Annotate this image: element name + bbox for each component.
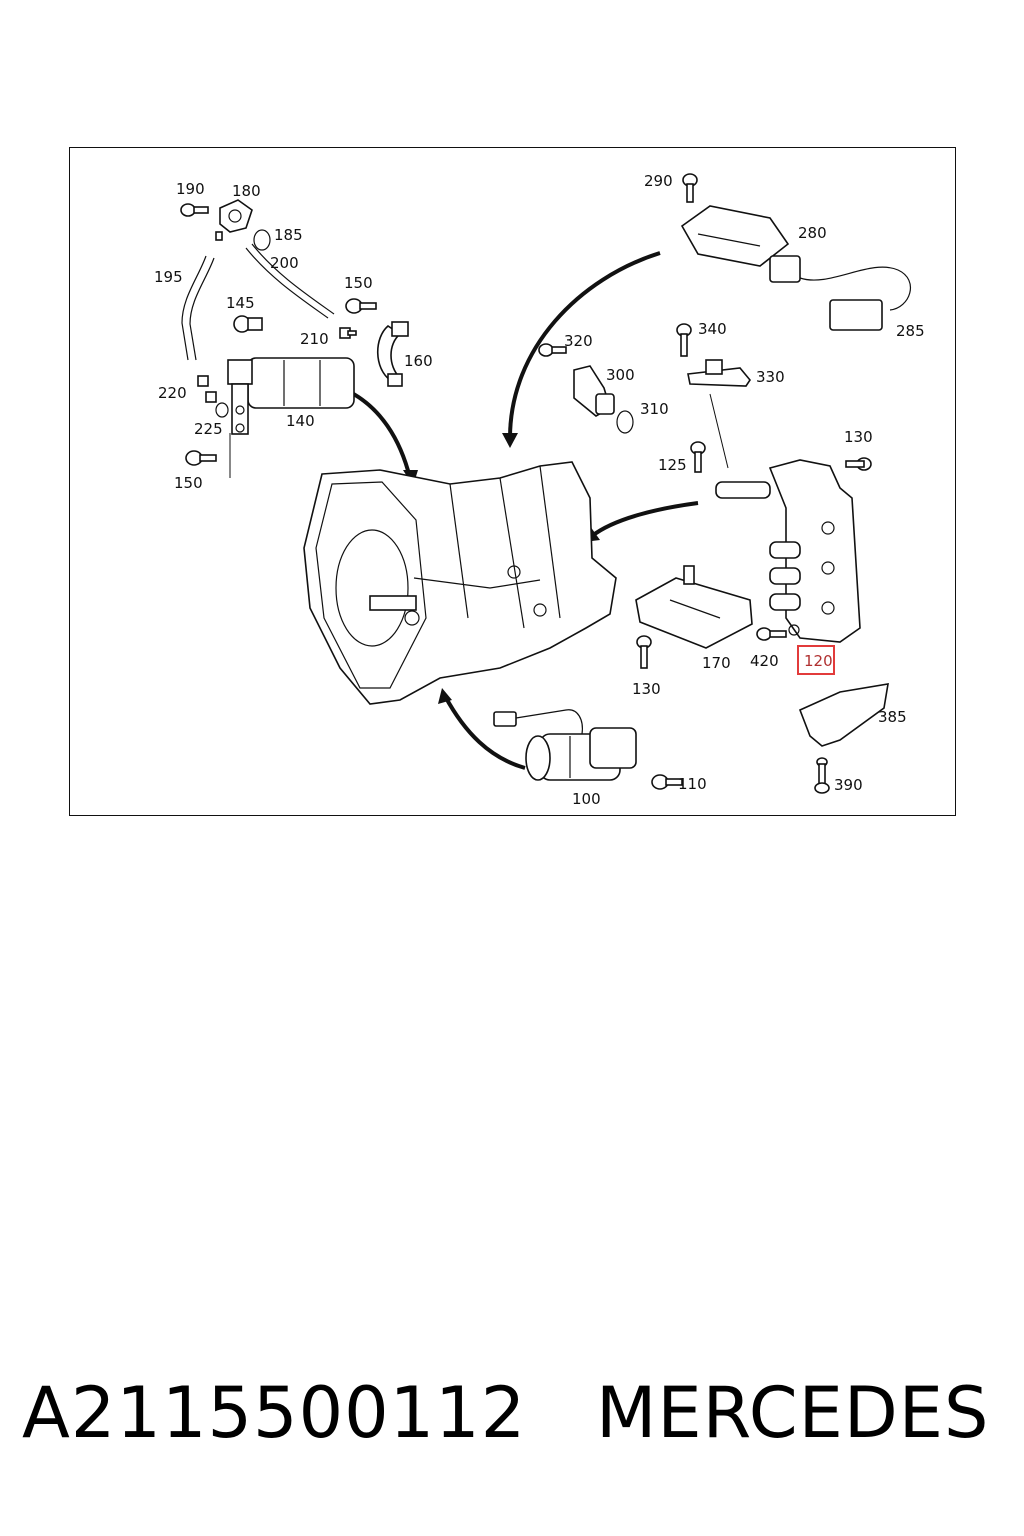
callout-220: 220 xyxy=(158,384,187,402)
callout-130-right: 130 xyxy=(844,428,873,446)
callout-200: 200 xyxy=(270,254,299,272)
callout-300: 300 xyxy=(606,366,635,384)
callout-310: 310 xyxy=(640,400,669,418)
callout-420: 420 xyxy=(750,652,779,670)
sensor-300 xyxy=(573,365,615,417)
callout-160: 160 xyxy=(404,352,433,370)
callout-210: 210 xyxy=(300,330,329,348)
bolt-290 xyxy=(682,173,698,203)
callout-150-bottom: 150 xyxy=(174,474,203,492)
part-number: A2115500112 xyxy=(22,1372,527,1454)
bolt-150-top xyxy=(345,298,377,314)
bracket-330 xyxy=(687,359,751,387)
diagram-frame: 190 180 185 200 195 150 145 210 160 220 … xyxy=(69,147,956,816)
heat-shield-385 xyxy=(798,683,889,747)
callout-290: 290 xyxy=(644,172,673,190)
callout-110: 110 xyxy=(678,775,707,793)
brand-name: MERCEDES xyxy=(596,1372,990,1454)
callout-185: 185 xyxy=(274,226,303,244)
bolt-340 xyxy=(676,323,692,357)
control-unit-280 xyxy=(680,205,801,283)
bolt-320 xyxy=(538,343,567,357)
clamp-160 xyxy=(377,321,409,387)
callout-330: 330 xyxy=(756,368,785,386)
arrow-cylinder-to-gearbox xyxy=(349,390,412,479)
callout-340: 340 xyxy=(698,320,727,338)
arrow-sensor-to-gearbox xyxy=(508,251,661,439)
bolt-125 xyxy=(690,441,706,473)
callout-385: 385 xyxy=(878,708,907,726)
fitting-210 xyxy=(339,327,357,339)
callout-280: 280 xyxy=(798,224,827,242)
hose-195 xyxy=(181,255,215,361)
callout-100: 100 xyxy=(572,790,601,808)
o-ring-185 xyxy=(253,229,271,251)
arrow-valve-to-gearbox xyxy=(590,501,699,538)
slave-cylinder-140 xyxy=(227,357,355,435)
connector-285 xyxy=(799,266,911,331)
callout-190: 190 xyxy=(176,180,205,198)
arrow-starter-to-gearbox xyxy=(443,695,526,770)
callout-390: 390 xyxy=(834,776,863,794)
connector-plug xyxy=(493,709,583,735)
sensor-145 xyxy=(233,315,263,333)
callout-225: 225 xyxy=(194,420,223,438)
valve-body-120 xyxy=(715,459,861,643)
bolt-420 xyxy=(756,627,787,641)
callout-285: 285 xyxy=(896,322,925,340)
bolt-190 xyxy=(180,203,209,217)
product-footer: A2115500112 MERCEDES xyxy=(0,1372,1024,1482)
callout-195: 195 xyxy=(154,268,183,286)
pipe-200 xyxy=(245,243,335,319)
gearbox-housing xyxy=(303,461,617,705)
callout-320: 320 xyxy=(564,332,593,350)
bolt-110 xyxy=(651,774,683,790)
fitting-220 xyxy=(197,375,217,403)
bolt-150-bottom xyxy=(185,450,217,466)
callout-labels: 190 180 185 200 195 150 145 210 160 220 … xyxy=(154,172,925,808)
callout-180: 180 xyxy=(232,182,261,200)
bolt-130-right xyxy=(845,457,872,471)
callout-130-left: 130 xyxy=(632,680,661,698)
callout-170: 170 xyxy=(702,654,731,672)
highlighted-callout-120[interactable]: 120 xyxy=(797,645,835,675)
flange-180 xyxy=(215,199,253,241)
callout-120: 120 xyxy=(804,652,833,670)
exploded-parts-diagram: 190 180 185 200 195 150 145 210 160 220 … xyxy=(154,172,925,808)
callout-140: 140 xyxy=(286,412,315,430)
arrowhead xyxy=(438,688,452,704)
o-ring-225 xyxy=(215,402,229,418)
bolt-130-left xyxy=(636,635,652,669)
o-ring-310 xyxy=(616,410,634,434)
callout-125: 125 xyxy=(658,456,687,474)
callout-145: 145 xyxy=(226,294,255,312)
starter-100 xyxy=(525,727,637,781)
bolt-390 xyxy=(814,757,830,794)
arrowhead xyxy=(502,433,518,448)
highlight-box xyxy=(797,645,835,675)
pan-170 xyxy=(635,565,753,649)
callout-150-top: 150 xyxy=(344,274,373,292)
